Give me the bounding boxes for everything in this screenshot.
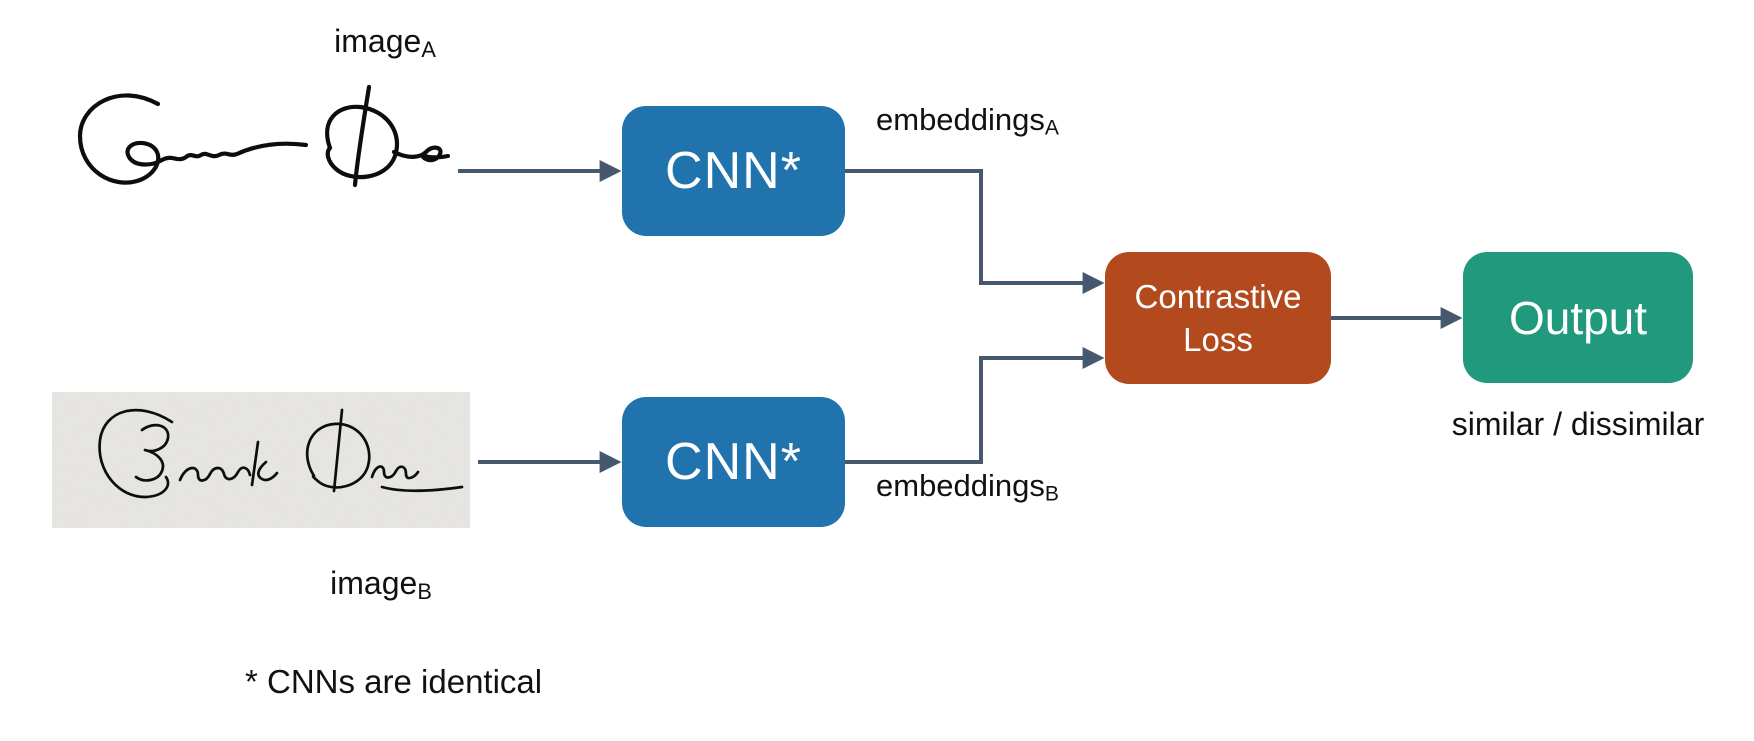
signature-b-stroke: [178, 466, 252, 482]
label-image-a-base: image: [334, 23, 422, 59]
arrow-cnn-b-to-loss: [845, 347, 1105, 464]
label-image-b-sub: B: [417, 578, 432, 604]
footnote-cnns-identical: * CNNs are identical: [245, 663, 543, 700]
label-similar-dissimilar: similar / dissimilar: [1451, 406, 1705, 442]
node-contrastive-loss-line1: Contrastive: [1134, 278, 1302, 315]
node-contrastive-loss: Contrastive Loss: [1105, 252, 1331, 384]
node-output-label: Output: [1508, 291, 1648, 344]
label-embeddings-b: embeddingsB: [876, 467, 1059, 507]
label-embeddings-b-sub: B: [1044, 482, 1059, 506]
signature-a-image: [77, 84, 450, 188]
paper-texture: [52, 392, 470, 528]
label-image-b-base: image: [330, 565, 418, 601]
node-cnn-b-label: CNN*: [665, 433, 802, 491]
signature-b-stroke: [250, 440, 279, 487]
signature-a-stroke: [352, 84, 372, 188]
label-embeddings-a-base: embeddings: [876, 102, 1045, 137]
node-cnn-b: CNN*: [622, 397, 845, 527]
signature-b-image: [52, 392, 470, 528]
arrow-cnn-a-to-loss: [845, 169, 1105, 294]
signature-b-stroke: [305, 422, 371, 489]
label-image-a: imageA: [235, 22, 535, 63]
label-embeddings-b-base: embeddings: [876, 468, 1045, 503]
node-output: Output: [1463, 252, 1693, 383]
signature-a-stroke: [325, 104, 399, 180]
node-contrastive-loss-line2: Loss: [1183, 321, 1253, 358]
signature-b-stroke: [380, 485, 464, 493]
label-embeddings-a-sub: A: [1044, 116, 1059, 140]
label-image-b: imageB: [231, 564, 531, 605]
node-cnn-a: CNN*: [622, 106, 845, 236]
label-embeddings-a: embeddingsA: [876, 101, 1059, 141]
signature-b-stroke: [134, 423, 170, 482]
signature-b-stroke: [332, 408, 344, 493]
node-cnn-a-label: CNN*: [665, 142, 802, 200]
signature-a-stroke: [391, 145, 450, 163]
signature-a-stroke: [77, 93, 309, 185]
signature-b-stroke: [370, 465, 420, 480]
label-image-a-sub: A: [421, 36, 436, 62]
signature-b-stroke: [98, 408, 174, 499]
